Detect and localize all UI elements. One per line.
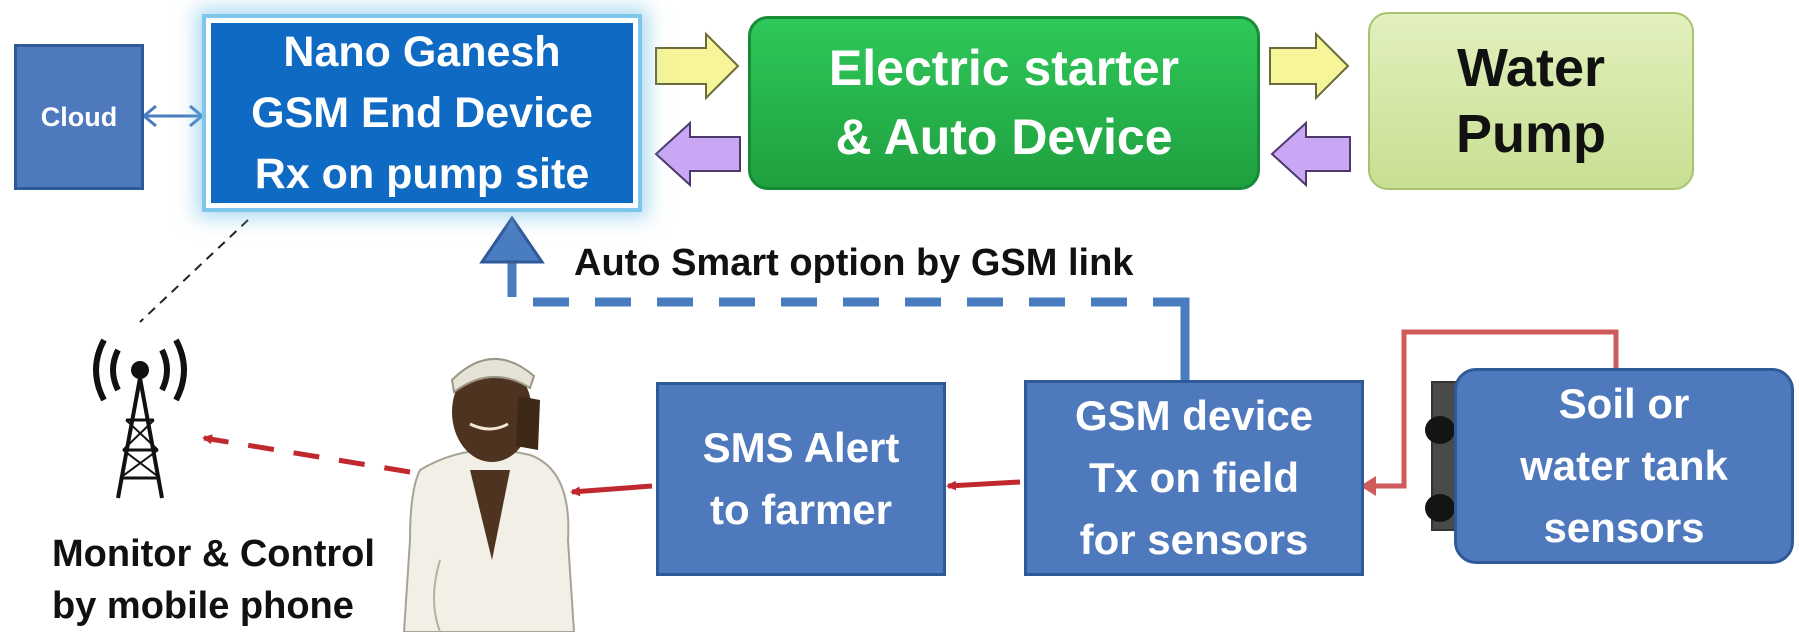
arrow-pump-to-starter bbox=[1270, 120, 1351, 188]
sms-label: SMS Alert to farmer bbox=[702, 424, 900, 533]
nano-ganesh-end-device-box: Nano Ganesh GSM End Device Rx on pump si… bbox=[206, 18, 638, 208]
electric-starter-box: Electric starter & Auto Device bbox=[748, 16, 1260, 190]
cloud-link-arrow bbox=[141, 104, 205, 128]
sms-alert-box: SMS Alert to farmer bbox=[656, 382, 946, 576]
gsm-tx-device-box: GSM device Tx on field for sensors bbox=[1024, 380, 1364, 576]
sensor-probe-icon bbox=[1425, 381, 1459, 531]
monitor-control-label: Monitor & Control by mobile phone bbox=[52, 533, 375, 627]
up-arrow-head bbox=[479, 215, 545, 264]
cloud-label: Cloud bbox=[40, 101, 118, 132]
arrow-starter-to-device bbox=[654, 120, 741, 188]
starter-label: Electric starter & Auto Device bbox=[828, 40, 1180, 165]
arrow-farmer-to-antenna bbox=[202, 434, 411, 475]
water-pump-box: Water Pump bbox=[1368, 12, 1694, 190]
sensors-box: Soil or water tank sensors bbox=[1454, 368, 1794, 564]
arrow-starter-to-pump bbox=[1269, 31, 1350, 101]
sensors-label: Soil or water tank sensors bbox=[1520, 380, 1728, 551]
end-device-label: Nano Ganesh GSM End Device Rx on pump si… bbox=[251, 27, 593, 198]
arrow-sms-to-farmer bbox=[570, 483, 653, 497]
sensor-wire-head bbox=[1360, 476, 1376, 496]
pump-label: Water Pump bbox=[1455, 38, 1606, 164]
gsm-tx-label: GSM device Tx on field for sensors bbox=[1074, 392, 1314, 563]
arrow-device-to-starter bbox=[655, 31, 740, 101]
arrow-gsm-to-sms bbox=[946, 479, 1021, 491]
cloud-box: Cloud bbox=[14, 44, 144, 190]
sensor-wire bbox=[1370, 329, 1619, 489]
antenna-icon bbox=[93, 338, 187, 499]
farmer-on-phone-image bbox=[402, 357, 576, 632]
radio-dashed-line bbox=[139, 219, 249, 323]
auto-smart-label: Auto Smart option by GSM link bbox=[574, 242, 1134, 284]
